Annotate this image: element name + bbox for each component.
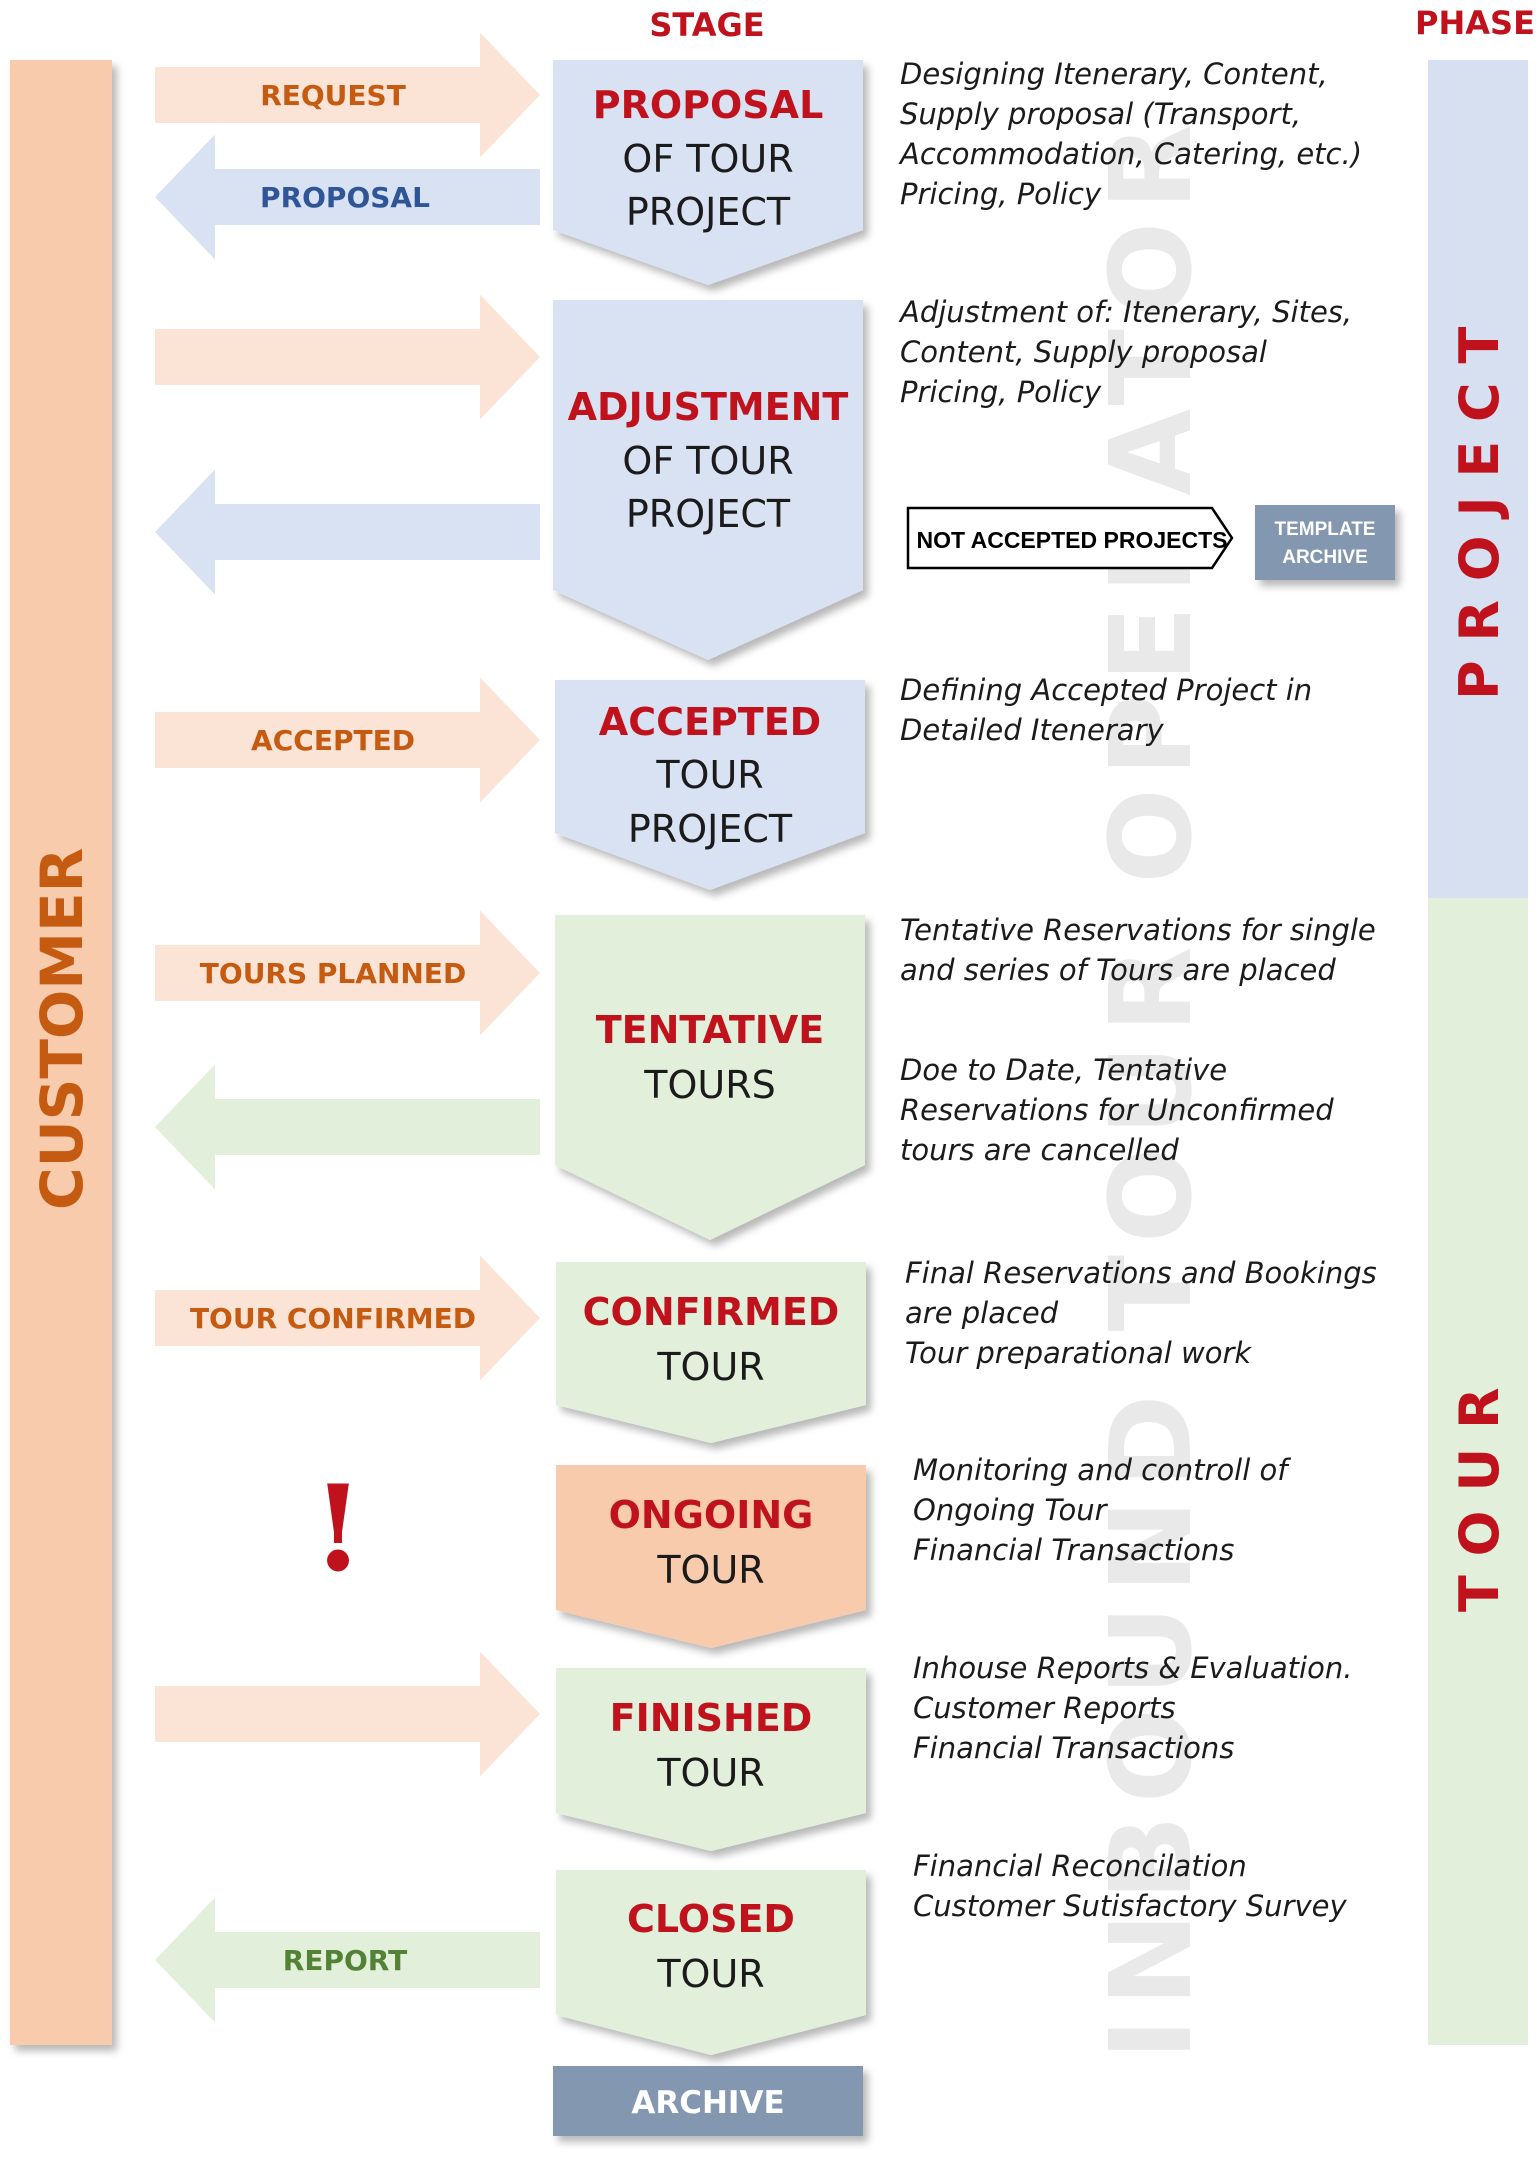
operator-watermark: INBOUND TOUR OPERATOR — [1087, 112, 1217, 2060]
not-accepted-arrow — [906, 506, 1234, 570]
stage-description-confirmed: Final Reservations and Bookings are plac… — [905, 1256, 1377, 1370]
stage-box-proposal: PROPOSAL OF TOUR PROJECT — [553, 60, 863, 285]
stage-subtitle: TOURS — [643, 1063, 775, 1107]
customer-arrow-label: PROPOSAL — [260, 181, 430, 214]
stage-box-shape — [553, 300, 863, 660]
stage-title: CLOSED — [627, 1897, 795, 1941]
customer-label: CUSTOMER — [28, 848, 96, 1210]
stage-box-shape — [556, 1668, 866, 1851]
customer-arrow: TOURS PLANNED — [155, 910, 540, 1036]
stage-box-accepted: ACCEPTED TOUR PROJECT — [555, 680, 865, 890]
stage-box-adjustment: ADJUSTMENT OF TOUR PROJECT — [553, 300, 863, 660]
stage-box-shape — [555, 680, 865, 890]
template-archive-line2: ARCHIVE — [1282, 547, 1368, 568]
stage-description-finished: Inhouse Reports & Evaluation. Customer R… — [913, 1651, 1353, 1765]
stage-box-shape — [556, 1262, 866, 1443]
phase-bar-project — [1428, 60, 1528, 898]
arrow-right-shape — [155, 910, 540, 1036]
stage-box-shape — [556, 1465, 866, 1648]
customer-arrow-label: REPORT — [283, 1944, 407, 1977]
stage-subtitle: TOUR — [655, 753, 763, 797]
stage-box-confirmed: CONFIRMED TOUR — [556, 1262, 866, 1443]
stage-title: ADJUSTMENT — [568, 385, 849, 429]
stage-box-tentative: TENTATIVE TOURS — [555, 915, 865, 1240]
stage-description-proposal: Designing Itenerary, Content, Supply pro… — [900, 57, 1363, 211]
customer-arrow — [155, 1064, 540, 1190]
stage-subtitle: TOUR — [656, 1548, 764, 1592]
customer-bar — [10, 60, 112, 2045]
arrow-left-shape — [155, 469, 540, 595]
stage-description-accepted: Defining Accepted Project in Detailed It… — [900, 673, 1313, 747]
customer-arrow-label: ACCEPTED — [251, 724, 415, 757]
customer-arrow — [155, 294, 540, 420]
archive-box — [553, 2066, 863, 2136]
stage-description-ongoing: Monitoring and controll of Ongoing Tour … — [913, 1453, 1288, 1567]
template-archive-box — [1255, 505, 1395, 580]
not-accepted-label: NOT ACCEPTED PROJECTS — [917, 527, 1228, 553]
template-archive-line1: TEMPLATE — [1275, 519, 1376, 540]
stage-subtitle: OF TOUR — [622, 439, 793, 483]
stage-subtitle: TOUR — [656, 1952, 764, 1996]
stage-description-tentative: Tentative Reservations for single and se… — [900, 913, 1376, 987]
stage-title: TENTATIVE — [596, 1008, 825, 1052]
phase-tour-label: T O U R — [1448, 1387, 1511, 1612]
stage-box-finished: FINISHED TOUR — [556, 1668, 866, 1851]
customer-arrow: PROPOSAL — [155, 134, 540, 260]
customer-arrow-label: TOUR CONFIRMED — [190, 1302, 476, 1335]
customer-arrow — [155, 1651, 540, 1777]
phase-bar-tour — [1428, 898, 1528, 2045]
stage-box-shape — [555, 915, 865, 1240]
stage-header: STAGE — [649, 6, 764, 44]
customer-arrow: REQUEST — [155, 32, 540, 158]
stage-title: CONFIRMED — [583, 1290, 840, 1334]
arrow-right-shape — [155, 677, 540, 803]
stage-title: ONGOING — [609, 1493, 814, 1537]
stage-subtitle: TOUR — [656, 1345, 764, 1389]
stage-description-closed: Financial Reconcilation Customer Sutisfa… — [913, 1849, 1347, 1923]
customer-arrow-label: REQUEST — [260, 79, 406, 112]
arrow-right-shape — [155, 294, 540, 420]
stage-box-closed: CLOSED TOUR — [556, 1870, 866, 2055]
phase-header: PHASE — [1415, 4, 1535, 42]
stage-title: FINISHED — [610, 1696, 813, 1740]
customer-arrow: TOUR CONFIRMED — [155, 1255, 540, 1381]
stage-box-shape — [553, 60, 863, 285]
stage-box-shape — [556, 1870, 866, 2055]
arrow-right-shape — [155, 1651, 540, 1777]
customer-arrow: ACCEPTED — [155, 677, 540, 803]
customer-arrows: REQUEST PROPOSAL ACCEPTED TOURS PLANNED TOUR… — [155, 32, 540, 2023]
customer-arrow — [155, 469, 540, 595]
stage-box-ongoing: ONGOING TOUR — [556, 1465, 866, 1648]
stage-title: ACCEPTED — [599, 700, 821, 744]
arrow-right-shape — [155, 32, 540, 158]
stage-description-adjustment: Adjustment of: Itenerary, Sites, Content… — [900, 295, 1353, 409]
stage-subtitle: PROJECT — [626, 190, 791, 234]
stage-subtitle: TOUR — [656, 1751, 764, 1795]
arrow-left-shape — [155, 1897, 540, 2023]
arrow-left-shape — [155, 134, 540, 260]
arrow-right-shape — [155, 1255, 540, 1381]
stage-description-tentative-cancel: Doe to Date, Tentative Reservations for … — [900, 1053, 1334, 1167]
stage-subtitle: PROJECT — [626, 492, 791, 536]
stage-title: PROPOSAL — [593, 83, 824, 127]
archive-label: ARCHIVE — [631, 2085, 784, 2121]
phase-project-label: P R O J E C T — [1448, 327, 1511, 700]
arrow-left-shape — [155, 1064, 540, 1190]
customer-arrow-label: TOURS PLANNED — [200, 957, 466, 990]
customer-arrow: REPORT — [155, 1897, 540, 2023]
stage-subtitle: OF TOUR — [622, 137, 793, 181]
stage-subtitle: PROJECT — [628, 807, 793, 851]
alert-icon: ! — [312, 1459, 364, 1598]
